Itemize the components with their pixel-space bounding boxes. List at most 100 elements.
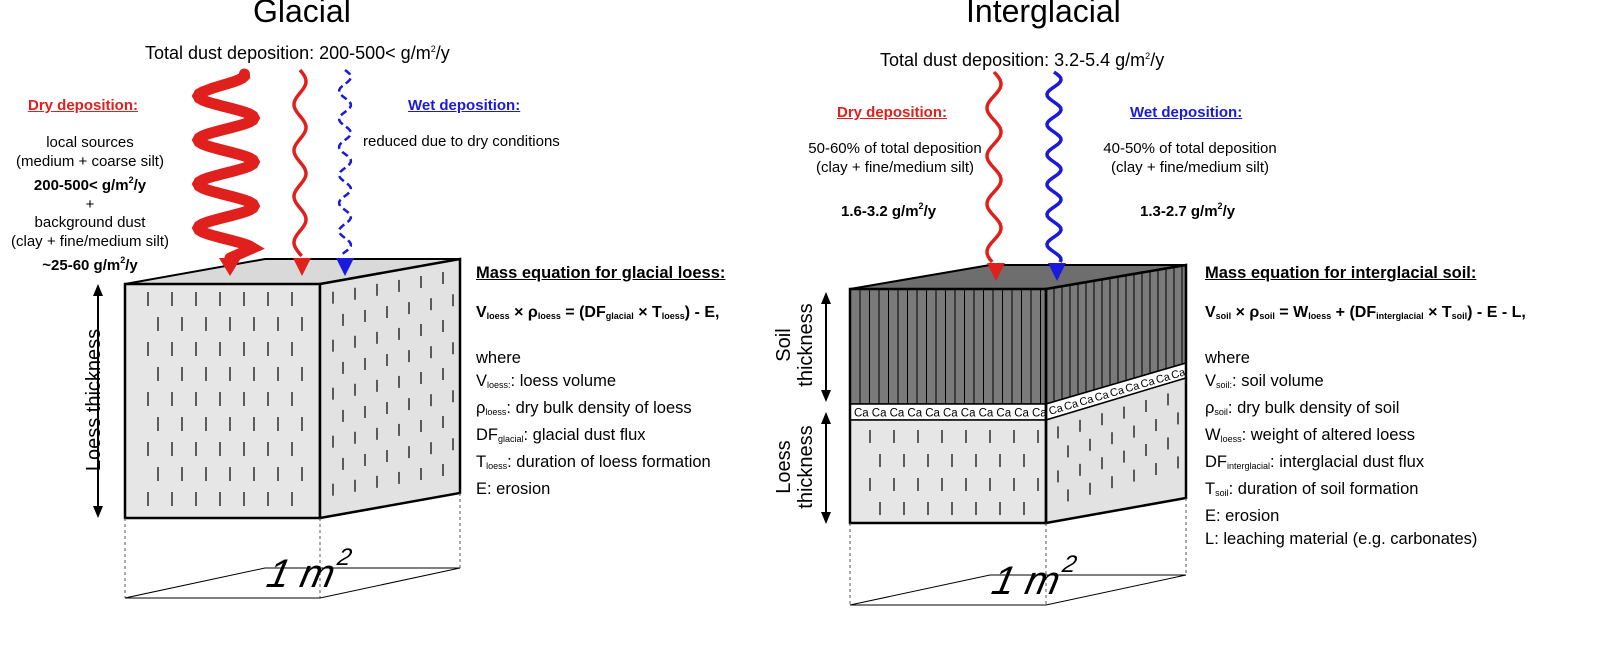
glacial-dry-line2: (medium + coarse silt) [16,152,164,170]
interglacial-dry-line2: (clay + fine/medium silt) [816,158,974,176]
glacial-def-2: DFglacial: glacial dust flux [476,426,646,444]
interglacial-definitions: where Vsoil:: soil volume ρsoil: dry bul… [1205,347,1477,551]
glacial-dry-line3: background dust [34,214,146,231]
carbonate-label: Ca [1048,402,1066,418]
dry-deposition-wave-arrowhead [293,258,311,276]
glacial-mass-equation: Vloess × ρloess = (DFglacial × Tloess) -… [476,304,720,321]
dry-deposition-wave-arrowhead [987,263,1005,281]
interglacial-def-6: L: leaching material (e.g. carbonates) [1205,530,1478,548]
carbonate-label: Ca [961,408,976,420]
dry-deposition-wave-arrow [292,68,308,258]
carbonate-label: Ca [872,408,887,420]
dry-deposition-wave-arrow [985,70,1003,264]
interglacial-where: where [1205,349,1250,367]
carbonate-label: Ca [1063,398,1081,414]
interglacial-def-2: Wloess: weight of altered loess [1205,426,1415,444]
interglacial-dry-line1: 50-60% of total deposition [808,140,982,157]
interglacial-loess-thickness-label: Loess thickness [773,425,817,509]
glacial-loess-thickness-label: Loess thickness [83,328,105,472]
interglacial-wet-details: 40-50% of total deposition (clay + fine/… [1090,140,1290,177]
interglacial-area-label: 1 m2 [988,551,1079,603]
interglacial-loess-dashes-side [1057,393,1179,502]
carbonate-label: Ca [907,408,922,420]
soil-thickness-label: Soil thickness [773,303,817,387]
glacial-def-4: E: erosion [476,480,551,498]
interglacial-loess-dashes-front [869,430,1039,515]
interglacial-title: Interglacial [966,0,1121,29]
glacial-title: Glacial [253,0,351,29]
interglacial-wet-line1: 40-50% of total deposition [1103,140,1277,157]
carbonate-label: Ca [1170,366,1188,382]
glacial-total-unit: /y [435,43,450,63]
interglacial-def-1: ρsoil: dry bulk density of soil [1205,399,1400,417]
glacial-box-front [123,282,322,520]
glacial-dry-heading: Dry deposition: [28,97,139,114]
svg-text:1 m2: 1 m2 [263,544,354,596]
glacial-thickness-arrow [93,284,103,518]
interglacial-def-4: Tsoil: duration of soil formation [1205,480,1419,498]
carbonate-label: Ca [979,408,994,420]
interglacial-equation-heading: Mass equation for interglacial soil: [1205,264,1477,282]
carbonate-label: Ca [1139,375,1157,391]
wet-deposition-wave-arrow [1045,70,1063,263]
interglacial-wet-value: 1.3-2.7 g/m2/y [1140,201,1236,220]
interglacial-dry-heading: Dry deposition: [837,104,948,121]
wet-deposition-wave-arrowhead [1048,263,1066,281]
glacial-def-1: ρloess: dry bulk density of loess [476,399,692,417]
carbonate-label: Ca [1109,384,1127,400]
glacial-dry-line1: local sources [46,134,134,151]
interglacial-wet-line2: (clay + fine/medium silt) [1111,158,1269,176]
interglacial-def-0: Vsoil:: soil volume [1205,372,1324,390]
soil-stripes-side [1053,266,1183,401]
glacial-total-deposition: Total dust deposition: 200-500< g/m2/y [145,38,450,64]
glacial-wet-text: reduced due to dry conditions [363,133,560,150]
carbonate-label: Ca [1124,380,1142,396]
glacial-loess-dashes-side [332,272,454,496]
glacial-box-side [318,257,462,520]
glacial-where: where [476,349,521,367]
carbonate-label: Ca [854,408,869,420]
glacial-dry-plus: + [85,195,95,213]
glacial-dry-value1: 200-500< g/m2/y [33,175,147,194]
wet-deposition-wave-arrow [337,69,353,257]
loess-thickness-arrow [821,412,831,524]
svg-text:1 m2: 1 m2 [988,551,1079,603]
interglacial-def-5: E: erosion [1205,507,1280,525]
glacial-loess-dashes-front [147,292,303,506]
glacial-wet-heading: Wet deposition: [408,97,521,114]
interglacial-floor-square [849,574,1187,606]
glacial-total-label: Total dust deposition: 200-500< g/m [145,43,431,63]
interglacial-projection-lines [849,498,1187,605]
glacial-floor-square [124,567,461,599]
carbonate-label: Ca [996,408,1011,420]
wet-deposition-wave-arrowhead [336,258,354,276]
glacial-dry-line4: (clay + fine/medium silt) [11,232,169,250]
dry-deposition-coil-arrow [191,68,265,264]
glacial-def-3: Tloess: duration of loess formation [476,453,711,471]
glacial-dry-details: local sources (medium + coarse silt) 200… [0,134,180,276]
glacial-definitions: where Vloess:: loess volume ρloess: dry … [476,347,711,501]
interglacial-total-deposition: Total dust deposition: 3.2-5.4 g/m2/y [880,50,1165,70]
glacial-def-0: Vloess:: loess volume [476,372,616,390]
carbonate-label: Ca [1155,371,1173,387]
carbonate-label: Ca [1078,393,1096,409]
soil-thickness-arrow [821,292,831,402]
carbonate-label: Ca [943,408,958,420]
carbonate-label: Ca [890,408,905,420]
interglacial-def-3: DFinterglacial: interglacial dust flux [1205,453,1425,471]
glacial-deposition-arrows [191,68,354,276]
dry-deposition-coil-arrowhead [219,258,241,276]
carbonate-label: Ca [1093,389,1111,405]
glacial-projection-lines [124,493,461,598]
carbonate-label: Ca [1014,408,1029,420]
interglacial-wet-heading: Wet deposition: [1130,104,1243,121]
glacial-area-label: 1 m2 [263,544,354,596]
loess-layer-front [849,419,1047,524]
carbonate-label: Ca [925,408,940,420]
interglacial-dry-details: 50-60% of total deposition (clay + fine/… [795,140,995,177]
squared-sup: 2 [430,44,436,54]
